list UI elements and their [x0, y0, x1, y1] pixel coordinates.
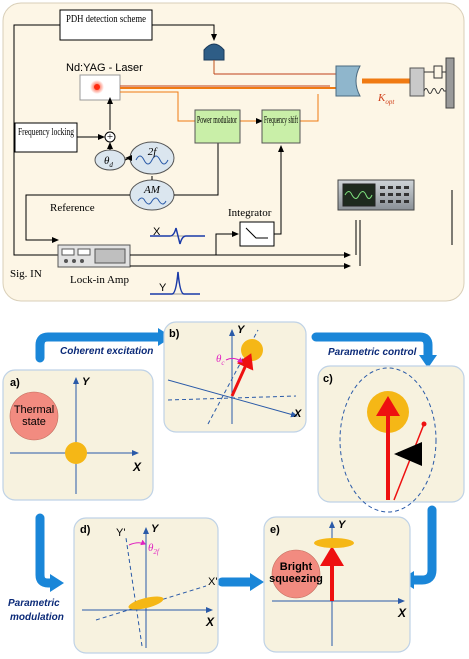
pdh-label: PDH detection scheme	[66, 13, 146, 25]
panel-b-x-label: X	[293, 408, 302, 420]
panel-e-squeezed-ellipse	[314, 538, 354, 548]
panel-a-state-1: Thermal	[14, 404, 54, 416]
panel-e-state-2: squeezing	[269, 573, 323, 585]
kopt-label: K	[377, 92, 386, 104]
frequency-locking-box: Frequency locking	[14, 122, 78, 153]
thermal-state-disc	[9, 391, 59, 441]
panel-d-xp-label: X'	[208, 576, 217, 588]
parametric-control-label: Parametric control	[328, 347, 417, 358]
panel-a: a) X Y Thermal state	[2, 369, 154, 501]
laser-beams	[120, 73, 410, 124]
parametric-mod-label-1: Parametric	[8, 598, 60, 609]
panel-a-x-label: X	[132, 460, 142, 474]
mechanical-resonator-icon	[409, 57, 455, 109]
panel-d-theta-sub: 2f	[153, 548, 160, 556]
photodetector-icon	[203, 43, 225, 61]
panel-e-state-1: Bright	[280, 561, 313, 573]
oscilloscope-icon	[337, 179, 415, 211]
am-label: AM	[143, 184, 161, 196]
lockin-amp-box: Lock-in Amp	[57, 244, 131, 286]
panel-a-state-2: state	[22, 416, 46, 428]
power-mod-label: Power modulator	[197, 114, 237, 126]
lockin-label: Lock-in Amp	[70, 274, 129, 286]
panel-e: e) X Y Bright squeezing	[263, 516, 411, 653]
pdh-detection-box: PDH detection scheme	[59, 9, 153, 41]
laser-label: Nd:YAG - Laser	[66, 62, 143, 74]
panel-b-theta-sub: c	[221, 359, 225, 367]
pdh-signal-lines	[13, 24, 217, 256]
panel-e-y-label: Y	[338, 519, 347, 531]
sig-in-label: Sig. IN	[10, 268, 42, 280]
panel-d-y-label: Y	[151, 523, 160, 535]
panel-b-vector	[230, 353, 254, 397]
panel-b-tag: b)	[169, 328, 180, 340]
integrator-lines	[215, 205, 282, 255]
svg-text:Kopt: Kopt	[377, 92, 395, 106]
x-trace: X	[150, 226, 205, 245]
integrator-label: Integrator	[228, 207, 272, 219]
x-trace-label: X	[153, 226, 161, 238]
panel-e-x-label: X	[397, 606, 407, 620]
oscillator-2f: 2f	[129, 141, 175, 175]
panel-c: c)	[317, 365, 465, 513]
parametric-mod-label-2: modulation	[10, 612, 64, 623]
panel-d: d) X Y X' Y' θ2f	[73, 517, 219, 654]
twof-label: 2f	[148, 146, 159, 158]
flow-arrows	[35, 332, 437, 588]
y-trace-label: Y	[159, 282, 167, 294]
svg-text:θd: θd	[104, 155, 113, 169]
integrator-box: Integrator	[228, 207, 275, 247]
power-modulator-box: Power modulator	[194, 109, 241, 144]
reference-label: Reference	[50, 202, 95, 214]
svg-text:PDH detection scheme: PDH detection scheme	[66, 13, 146, 25]
panel-a-blob	[65, 442, 87, 464]
panel-d-theta: θ	[148, 542, 154, 554]
lockin-output-lines	[130, 190, 453, 269]
coherent-excitation-label: Coherent excitation	[60, 346, 153, 357]
freq-shift-label: Frequency shift	[264, 114, 298, 126]
panel-b-y-label: Y	[237, 324, 246, 336]
panel-d-yp-label: Y'	[116, 527, 125, 539]
theta-sub: d	[109, 161, 113, 169]
panel-b: b) X Y θc	[163, 321, 307, 433]
y-trace: Y	[150, 271, 200, 295]
panel-a-y-label: Y	[82, 376, 91, 388]
frequency-shift-box: Frequency shift	[261, 109, 301, 144]
panel-c-tag: c)	[323, 373, 333, 385]
panel-e-tag: e)	[270, 524, 280, 536]
panel-a-tag: a)	[10, 377, 20, 389]
bright-squeezing-disc	[271, 549, 321, 599]
panel-b-theta: θ	[216, 353, 222, 365]
oscillator-am: AM	[129, 179, 175, 211]
panel-d-squeezed-ellipse	[128, 596, 164, 610]
phase-shifter: θd	[94, 149, 126, 171]
freq-lock-lines	[77, 97, 113, 140]
panel-b-blob	[241, 339, 263, 361]
cavity-mirror-icon	[335, 65, 361, 97]
panel-d-tag: d)	[80, 524, 91, 536]
setup-panel: PDH detection scheme Nd:YAG - Laser	[2, 2, 465, 302]
svg-text:θc: θc	[216, 353, 225, 367]
freq-lock-label: Frequency locking	[18, 126, 74, 138]
theta-label: θ	[104, 155, 110, 167]
plus-sign: +	[107, 131, 113, 143]
panel-d-x-label: X	[205, 615, 215, 629]
svg-text:θ2f: θ2f	[148, 542, 160, 556]
kopt-sub: opt	[385, 98, 395, 106]
summing-node: +	[104, 131, 116, 143]
